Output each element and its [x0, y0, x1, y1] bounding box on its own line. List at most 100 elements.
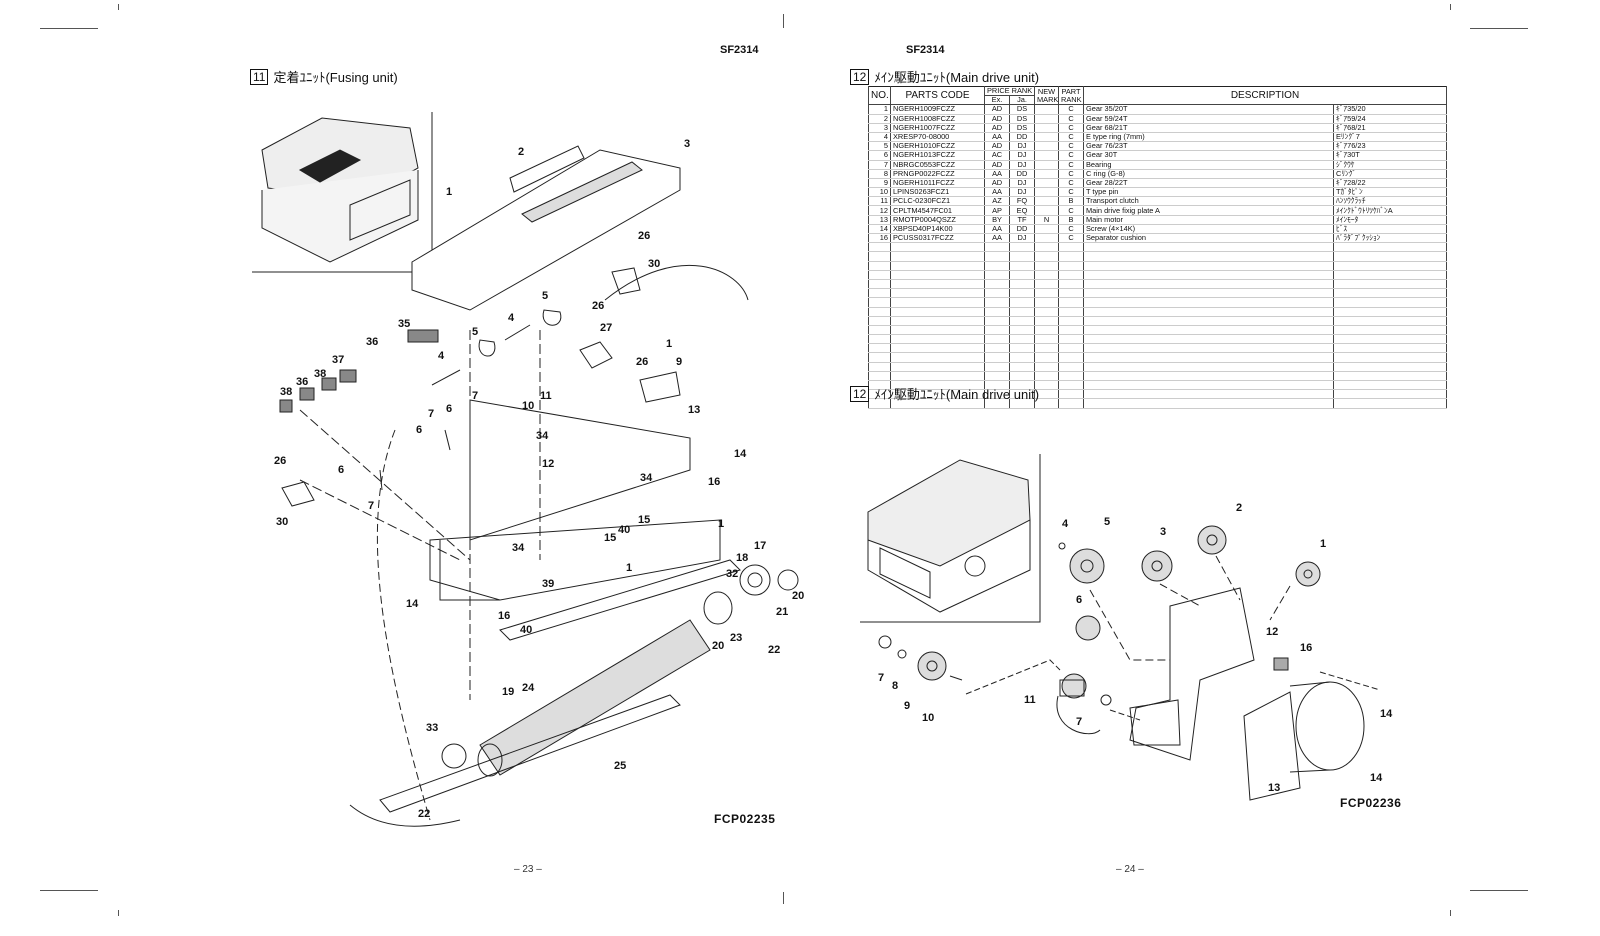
table-cell-jp: ﾒｲﾝｸﾄﾞｳﾄﾘﾂｹﾊﾞﾝA — [1333, 205, 1447, 216]
table-cell-jp: ｼﾞｸｳｹ — [1333, 160, 1447, 170]
callout: 14 — [1380, 708, 1393, 720]
callout: 14 — [406, 598, 419, 610]
callout: 34 — [640, 472, 653, 484]
crop-mark-br-h — [1470, 890, 1528, 891]
callout: 32 — [726, 568, 739, 580]
right-section-number: 12 — [850, 68, 870, 85]
callout: 9 — [904, 700, 911, 712]
callout: 12 — [1266, 626, 1279, 638]
callout: 7 — [428, 408, 435, 420]
table-cell-jp: ｷﾞｱ28/22 — [1333, 178, 1447, 189]
callout: 24 — [522, 682, 535, 694]
callout: 2 — [1236, 502, 1243, 514]
callout: 19 — [502, 686, 515, 698]
left-section-title: 11 定着ﾕﾆｯﾄ(Fusing unit) — [250, 67, 398, 86]
callout: 34 — [536, 430, 549, 442]
callout: 26 — [636, 356, 649, 368]
crop-mark-bl-v — [118, 910, 119, 916]
callout: 14 — [734, 448, 747, 460]
right-page-number: – 24 – — [1116, 864, 1144, 875]
callout: 7 — [1076, 716, 1083, 728]
callout: 30 — [276, 516, 289, 528]
table-cell-jp: ｷﾞｱ59/24 — [1333, 114, 1447, 124]
callout: 39 — [542, 578, 555, 590]
callout: 20 — [712, 640, 725, 652]
table-cell-jp: ｷﾞｱ76/23 — [1333, 141, 1447, 152]
col-header-ja: Ja. — [1009, 95, 1035, 106]
right-section-number-2: 12 — [850, 385, 870, 402]
crop-mark-tr-h — [1470, 28, 1528, 29]
callout: 13 — [1268, 782, 1281, 794]
crop-mark-center-bottom — [783, 892, 784, 904]
callout: 12 — [542, 458, 555, 470]
callout: 7 — [368, 500, 375, 512]
left-model-label: SF2314 — [720, 44, 759, 56]
callout: 1 — [446, 186, 453, 198]
callout: 26 — [592, 300, 605, 312]
table-row-empty — [868, 334, 1447, 345]
callout: 3 — [1160, 526, 1167, 538]
callout: 6 — [338, 464, 345, 476]
right-section-title-text: ﾒｲﾝ駆動ﾕﾆｯﾄ(Main drive unit) — [874, 70, 1040, 85]
callout: 8 — [892, 680, 899, 692]
callout: 22 — [418, 808, 431, 820]
table-row-empty — [868, 371, 1447, 382]
crop-mark-center-top — [783, 14, 784, 28]
callout: 36 — [296, 376, 309, 388]
col-header-description: DESCRIPTION — [1083, 86, 1447, 106]
parts-table: NO. PARTS CODE PRICE RANK NEW MARK PART … — [868, 86, 1447, 409]
callout: 40 — [618, 524, 631, 536]
table-row-empty — [868, 270, 1447, 280]
callout: 23 — [730, 632, 743, 644]
callout: 27 — [600, 322, 613, 334]
table-cell-jp: ﾋﾞｽ — [1333, 224, 1447, 235]
table-row-empty — [868, 343, 1447, 354]
table-row-empty — [868, 380, 1447, 391]
right-model-label: SF2314 — [906, 44, 945, 56]
callout: 10 — [922, 712, 935, 724]
callout: 6 — [416, 424, 423, 436]
callout: 6 — [446, 403, 453, 415]
table-row-empty — [868, 389, 1447, 400]
table-row-empty — [868, 288, 1447, 299]
callout: 20 — [792, 590, 805, 602]
table-row-empty — [868, 325, 1447, 336]
callout: 4 — [438, 350, 445, 362]
table-row-empty — [868, 279, 1447, 290]
callout: 25 — [614, 760, 627, 772]
table-row-empty — [868, 242, 1447, 253]
table-row-empty — [868, 297, 1447, 308]
table-cell-jp: ﾊﾝｿｳｸﾗｯﾁ — [1333, 196, 1447, 207]
table-cell-jp: Eﾘﾝｸﾞ7 — [1333, 132, 1447, 143]
callout: 5 — [542, 290, 549, 302]
callout: 38 — [314, 368, 327, 380]
callout: 3 — [684, 138, 691, 150]
callout: 26 — [274, 455, 287, 467]
callout: 15 — [604, 532, 617, 544]
right-figure-code: FCP02236 — [1340, 796, 1402, 810]
callout: 14 — [1370, 772, 1383, 784]
callout: 11 — [540, 390, 552, 402]
right-section-title-2: 12 ﾒｲﾝ駆動ﾕﾆｯﾄ(Main drive unit) — [850, 384, 1039, 403]
left-section-number: 11 — [250, 68, 269, 85]
crop-mark-tl-v — [118, 4, 119, 10]
callout: 6 — [1076, 594, 1083, 606]
table-row-empty — [868, 251, 1447, 262]
table-row-empty — [868, 352, 1447, 363]
table-cell-jp: ｷﾞｱ68/21 — [1333, 123, 1447, 133]
left-figure-code: FCP02235 — [714, 812, 776, 826]
callout: 40 — [520, 624, 533, 636]
